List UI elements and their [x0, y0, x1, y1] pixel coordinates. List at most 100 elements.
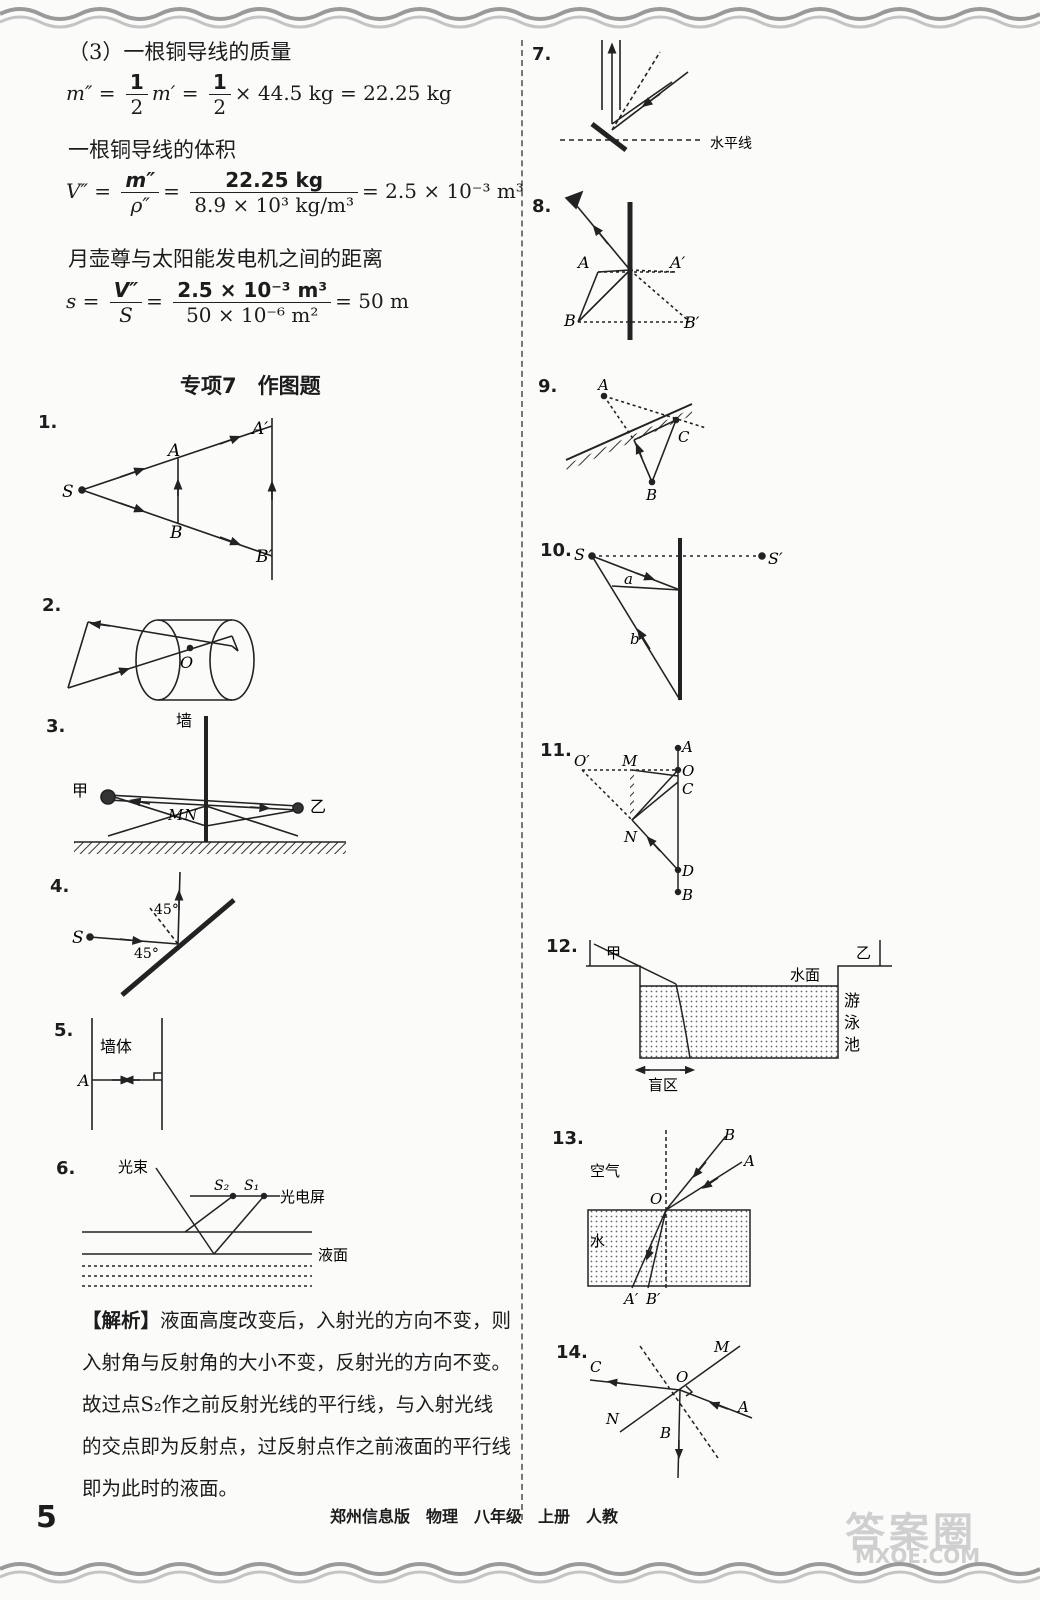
question-number-10: 10. [540, 540, 572, 561]
eq1-frac2-num: 1 [208, 70, 231, 95]
q14-label-C: C [590, 1358, 602, 1376]
diagram-q10 [588, 538, 766, 701]
question-number-3: 3. [46, 716, 66, 737]
analysis-text: 液面高度改变后，入射光的方向不变，则入射角与反射角的大小不变，反射光的方向不变。… [82, 1309, 512, 1500]
q13-label-B: B [723, 1126, 735, 1144]
q7-label-horizontal: 水平线 [710, 136, 752, 152]
column-divider [521, 40, 523, 1520]
q12-label-water-surface: 水面 [790, 966, 820, 984]
q11-label-N: N [623, 828, 638, 846]
eq1-mid: m′ = [151, 81, 199, 105]
q11-label-O: O [682, 762, 694, 780]
q10-label-b: b [630, 630, 640, 648]
q6-label-S2: S₂ [214, 1178, 230, 1194]
footer-info: 郑州信息版 物理 八年级 上册 人教 [330, 1507, 619, 1526]
q3-label-jia: 甲 [72, 781, 88, 800]
eq1-frac1-den: 2 [130, 95, 144, 119]
eq2-frac-num: 22.25 kg [190, 168, 359, 193]
q11-label-C: C [682, 780, 694, 798]
q13-label-air: 空气 [590, 1162, 620, 1180]
q3-label-wall: 墙 [176, 711, 192, 730]
question-number-8: 8. [532, 196, 552, 217]
eq2-prefix: V″ = [66, 179, 112, 203]
eq3-rhs: = 50 m [335, 289, 410, 313]
eq1-frac1-num: 1 [125, 70, 148, 95]
watermark-logo: 答案圈 MXQE.COM [815, 1500, 1030, 1570]
q12-label-yi: 乙 [856, 944, 871, 962]
watermark-text: 答案圈 [845, 1510, 977, 1556]
question-number-2: 2. [42, 595, 62, 616]
text-line-1: （3）一根铜导线的质量 [68, 40, 292, 64]
eq3-frac-den: 50 × 10⁻⁶ m² [186, 303, 319, 327]
q2-label-O: O [180, 653, 193, 672]
diagram-q8 [564, 190, 691, 340]
q13-label-A-prime: A′ [622, 1290, 639, 1308]
q13-label-O: O [650, 1190, 662, 1208]
q5-label-A: A [76, 1071, 90, 1090]
q14-label-B: B [659, 1424, 671, 1442]
q1-label-A-prime: A′ [250, 419, 268, 439]
q14-label-M: M [713, 1338, 730, 1356]
eq1-frac2-den: 2 [213, 95, 227, 119]
q8-label-A: A [576, 253, 590, 272]
q1-label-B: B [169, 523, 183, 543]
q1-label-B-prime: B′ [255, 547, 272, 567]
q1-label-S: S [62, 482, 74, 502]
eq3-prefix: s = [66, 289, 100, 313]
q9-label-B: B [645, 486, 657, 504]
q1-label-A: A [166, 441, 180, 461]
q11-label-D: D [681, 862, 694, 880]
diagram-q7 [560, 40, 700, 152]
question-number-1: 1. [38, 412, 58, 433]
text-line-2: 一根铜导线的体积 [68, 138, 236, 162]
question-number-5: 5. [54, 1020, 74, 1041]
analysis-paragraph: 【解析】液面高度改变后，入射光的方向不变，则入射角与反射角的大小不变，反射光的方… [82, 1300, 512, 1510]
eq2-frac-den: 8.9 × 10³ kg/m³ [194, 193, 355, 217]
diagram-q1 [78, 418, 277, 580]
q8-label-B-prime: B′ [683, 313, 700, 332]
q3-label-M: M [167, 806, 184, 824]
q10-label-S: S [574, 545, 585, 564]
q10-label-a: a [624, 570, 633, 588]
q11-label-B: B [681, 886, 693, 904]
diagram-q3 [74, 716, 346, 854]
question-number-12: 12. [546, 936, 578, 957]
eq2-l-den: ρ″ [130, 193, 150, 217]
eq2-l-num: m″ [121, 168, 160, 193]
q6-label-S1: S₁ [244, 1178, 259, 1194]
analysis-label: 【解析】 [82, 1309, 161, 1332]
section-title: 专项7 作图题 [180, 374, 321, 398]
diagram-q12 [586, 940, 892, 1075]
q14-label-A: A [736, 1398, 749, 1416]
question-number-14: 14. [556, 1342, 588, 1363]
q4-label-angle-bottom: 45° [134, 946, 159, 962]
watermark-url: MXQE.COM [855, 1544, 981, 1568]
q3-label-yi: 乙 [310, 797, 326, 816]
q12-label-yong: 泳 [844, 1013, 860, 1032]
q6-label-liquid: 液面 [318, 1246, 348, 1264]
diagram-q14 [589, 1345, 753, 1479]
eq3-frac-num: 2.5 × 10⁻³ m³ [173, 278, 332, 303]
diagram-q4 [86, 871, 236, 997]
q12-label-you: 游 [844, 991, 860, 1010]
q6-label-screen: 光电屏 [280, 1188, 325, 1206]
q13-label-B-prime: B′ [645, 1290, 661, 1308]
q9-label-C: C [678, 428, 690, 446]
top-wave-border [0, 7, 1040, 29]
q8-label-B: B [563, 311, 576, 330]
q11-label-A: A [680, 738, 693, 756]
page-number: 5 [36, 1500, 57, 1535]
q4-label-angle-top: 45° [154, 902, 179, 918]
q14-label-O: O [676, 1368, 688, 1386]
eq3-l-num: V″ [109, 278, 143, 303]
diagram-q6 [82, 1167, 312, 1287]
q14-label-N: N [605, 1410, 620, 1428]
question-number-11: 11. [540, 740, 572, 761]
eq1-rhs: × 44.5 kg = 22.25 kg [234, 81, 452, 105]
diagram-q11 [581, 744, 682, 896]
q11-label-O-prime: O′ [574, 752, 590, 770]
q3-label-N: N [183, 806, 198, 824]
q12-label-blind-zone: 盲区 [648, 1076, 678, 1094]
